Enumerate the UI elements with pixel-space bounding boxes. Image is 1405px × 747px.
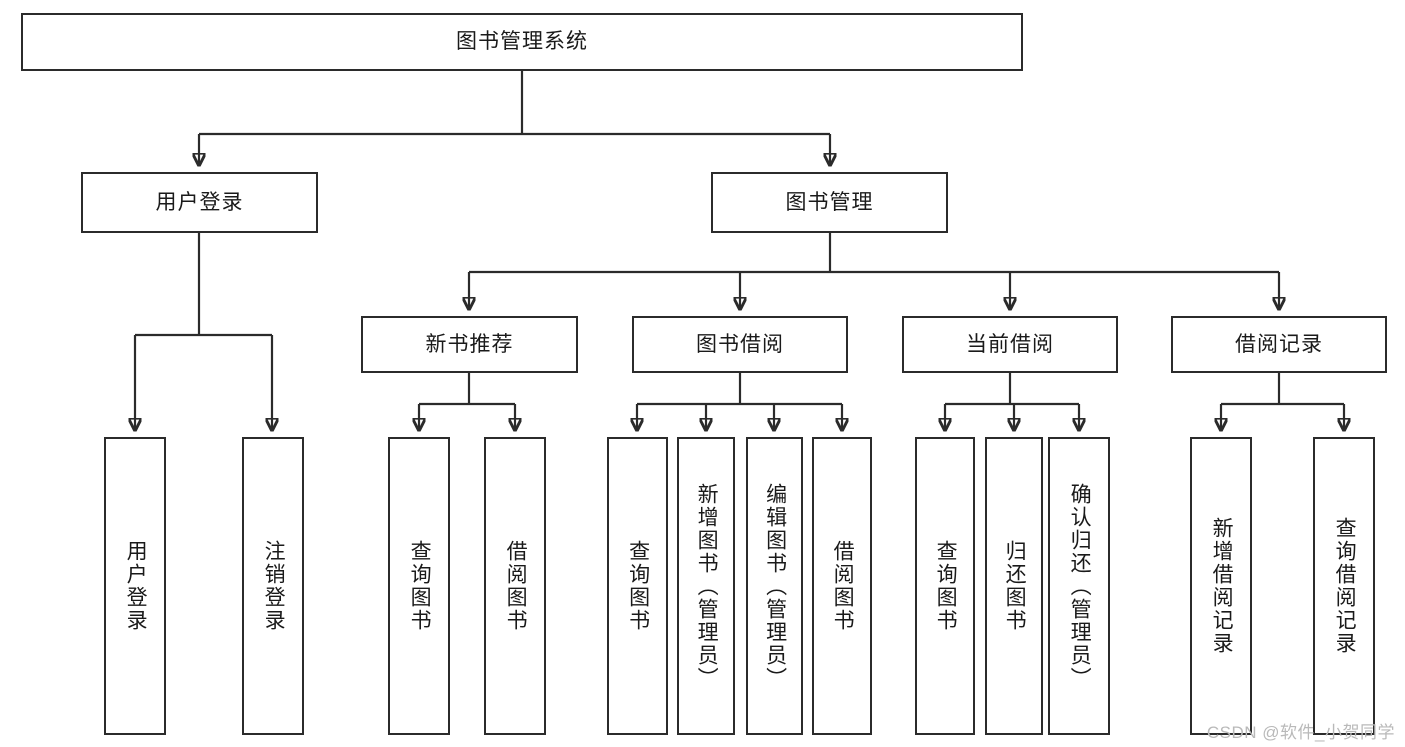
- leaf-query-borrow-record-label: 查询借阅记录: [1333, 517, 1357, 655]
- node-root[interactable]: 图书管理系统: [21, 13, 1023, 71]
- node-user-login-label: 用户登录: [155, 190, 244, 214]
- leaf-query-book-1-label: 查询图书: [408, 540, 432, 632]
- node-book-borrow[interactable]: 图书借阅: [632, 316, 848, 373]
- leaf-edit-book-admin-label: 编辑图书（管理员）: [763, 482, 787, 690]
- leaf-query-borrow-record[interactable]: 查询借阅记录: [1313, 437, 1375, 735]
- leaf-user-login-label: 用户登录: [124, 540, 148, 632]
- leaf-logout-login-label: 注销登录: [262, 540, 286, 632]
- leaf-borrow-book-1-label: 借阅图书: [504, 540, 528, 632]
- leaf-query-book-3[interactable]: 查询图书: [915, 437, 975, 735]
- leaf-borrow-book-2[interactable]: 借阅图书: [812, 437, 872, 735]
- node-book-manage-label: 图书管理: [785, 190, 874, 214]
- leaf-confirm-return-admin-label: 确认归还（管理员）: [1068, 482, 1092, 690]
- leaf-add-book-admin[interactable]: 新增图书（管理员）: [677, 437, 735, 735]
- leaf-query-book-2[interactable]: 查询图书: [607, 437, 668, 735]
- node-current-borrow[interactable]: 当前借阅: [902, 316, 1118, 373]
- leaf-query-book-1[interactable]: 查询图书: [388, 437, 450, 735]
- leaf-return-book[interactable]: 归还图书: [985, 437, 1043, 735]
- leaf-logout-login[interactable]: 注销登录: [242, 437, 304, 735]
- leaf-add-borrow-record[interactable]: 新增借阅记录: [1190, 437, 1252, 735]
- leaf-return-book-label: 归还图书: [1003, 540, 1027, 632]
- leaf-user-login[interactable]: 用户登录: [104, 437, 166, 735]
- node-root-label: 图书管理系统: [456, 30, 588, 54]
- node-user-login[interactable]: 用户登录: [81, 172, 318, 233]
- watermark: CSDN @软件_小贺同学: [1206, 723, 1395, 742]
- leaf-query-book-2-label: 查询图书: [626, 540, 650, 632]
- leaf-add-borrow-record-label: 新增借阅记录: [1210, 517, 1234, 655]
- node-borrow-record-label: 借阅记录: [1235, 332, 1323, 356]
- leaf-query-book-3-label: 查询图书: [934, 540, 958, 632]
- leaf-confirm-return-admin[interactable]: 确认归还（管理员）: [1048, 437, 1110, 735]
- leaf-borrow-book-1[interactable]: 借阅图书: [484, 437, 546, 735]
- leaf-add-book-admin-label: 新增图书（管理员）: [695, 482, 719, 690]
- leaf-edit-book-admin[interactable]: 编辑图书（管理员）: [746, 437, 803, 735]
- node-book-manage[interactable]: 图书管理: [711, 172, 948, 233]
- node-new-book-recommend-label: 新书推荐: [425, 332, 514, 356]
- node-current-borrow-label: 当前借阅: [966, 332, 1054, 356]
- node-new-book-recommend[interactable]: 新书推荐: [361, 316, 578, 373]
- node-borrow-record[interactable]: 借阅记录: [1171, 316, 1387, 373]
- node-book-borrow-label: 图书借阅: [696, 332, 784, 356]
- leaf-borrow-book-2-label: 借阅图书: [831, 540, 855, 632]
